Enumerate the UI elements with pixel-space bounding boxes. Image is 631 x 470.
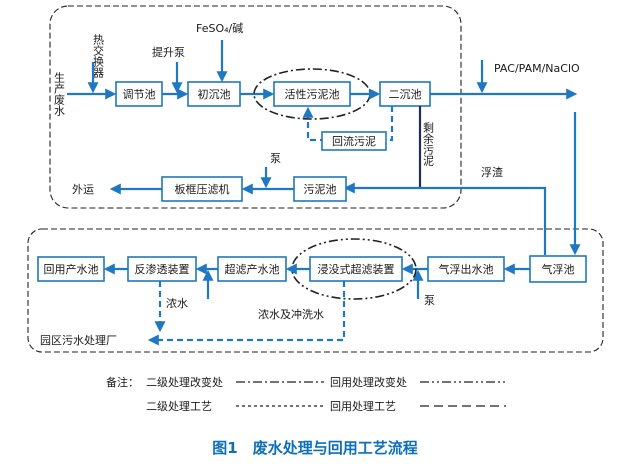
legend-reuse-process-label: 回用处理工艺 (330, 400, 396, 413)
unit-primary-settling-tank (187, 81, 241, 107)
reuse-treatment-region (27, 228, 604, 353)
secondary-treatment-region (49, 5, 462, 209)
figure-title: 图1 废水处理与回用工艺流程 (212, 439, 417, 457)
flow-scum-to-sludge (343, 182, 547, 255)
legend-note: 备注： (106, 375, 139, 389)
regulating-label: 调节池 (123, 88, 156, 101)
flotout-label: 气浮出水池 (439, 262, 494, 276)
scum-label: 浮渣 (481, 165, 503, 179)
concentrate-wash-label: 浓水及冲洗水 (258, 307, 324, 321)
secondary-label: 二沉池 (389, 88, 422, 101)
excess-sludge-label: 剩余污泥 (422, 122, 435, 167)
reuse-label: 回用产水池 (44, 262, 99, 276)
return-sludge-box (321, 131, 387, 151)
uf-label: 浸没式超滤装置 (318, 262, 395, 276)
unit-secondary-clarifier (379, 81, 431, 107)
legend-secondary-process-label: 二级处理工艺 (146, 400, 212, 413)
source-char: 生产废水 (53, 71, 66, 116)
filterpress-label: 板框压滤机 (175, 182, 230, 196)
chemicals-label: FeSO₄/碱 (196, 22, 243, 35)
ro-label: 反渗透装置 (135, 262, 190, 276)
unit-uf-product-tank (217, 256, 287, 282)
pump-top-label: 泵 (270, 152, 281, 165)
external-transport-label: 外运 (72, 183, 94, 196)
flotation-label: 气浮池 (542, 262, 575, 276)
heat-exchanger-label: 热交换器 (92, 34, 105, 79)
ufout-label: 超滤产水池 (225, 262, 280, 276)
legend-secondary-change-label: 二级处理改变处 (146, 375, 223, 389)
unit-ro-device (127, 256, 197, 282)
concentrate-label: 浓水 (166, 297, 188, 310)
reuse-change-ellipse (291, 238, 417, 300)
unit-flotation-outlet-tank (427, 256, 505, 282)
lift-pump-label: 提升泵 (152, 46, 185, 59)
sludge-label: 污泥池 (304, 183, 337, 196)
pac-label: PAC/PAM/NaClO (494, 62, 580, 75)
park-plant-label: 园区污水处理厂 (40, 334, 117, 347)
pump-bottom-label: 泵 (424, 294, 435, 307)
source-label: 生产废水 (53, 71, 66, 116)
unit-submerged-uf (309, 256, 403, 282)
activated-label: 活性污泥池 (285, 87, 340, 101)
unit-flotation-tank (529, 255, 587, 283)
unit-activated-sludge-tank (273, 81, 351, 107)
unit-reuse-product-tank (37, 256, 105, 282)
primary-label: 初沉池 (198, 87, 231, 101)
unit-regulating-tank (115, 81, 163, 107)
return-sludge-label: 回流污泥 (332, 134, 376, 148)
legend-reuse-change-label: 回用处理改变处 (330, 375, 407, 389)
